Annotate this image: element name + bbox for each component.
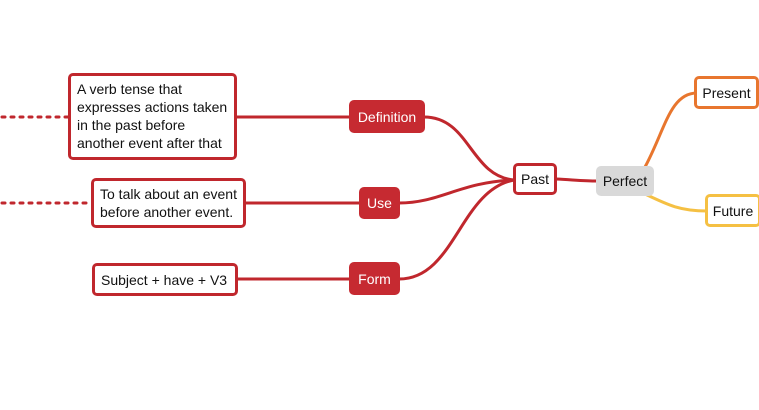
center-node-label: Perfect: [602, 173, 648, 189]
branch-node-present[interactable]: Present: [694, 76, 759, 109]
text-node-form[interactable]: Subject + have + V3: [92, 263, 238, 296]
branch-node-future-label: Future: [712, 202, 754, 219]
connector-past-form: [397, 178, 516, 281]
connector-perfect-present: [643, 91, 699, 169]
category-node-form-label: Form: [358, 270, 391, 287]
text-node-use-text: To talk about an event before another ev…: [100, 186, 237, 220]
connector-perfect-future: [643, 192, 709, 213]
text-node-form-text: Subject + have + V3: [101, 271, 228, 288]
center-node-perfect[interactable]: Perfect: [596, 166, 654, 196]
category-node-use[interactable]: Use: [359, 187, 400, 219]
text-node-use[interactable]: To talk about an event before another ev…: [91, 178, 246, 228]
branch-node-present-label: Present: [702, 84, 751, 101]
branch-node-past[interactable]: Past: [513, 163, 557, 195]
branch-node-past-label: Past: [520, 171, 549, 187]
connector-past-use: [397, 178, 516, 205]
category-node-definition-label: Definition: [357, 108, 417, 125]
category-node-use-label: Use: [367, 195, 392, 211]
text-node-definition-text: A verb tense that expresses actions take…: [77, 81, 228, 151]
text-node-definition[interactable]: A verb tense that expresses actions take…: [68, 73, 237, 160]
branch-node-future[interactable]: Future: [705, 194, 759, 227]
connector-perfect-past: [554, 177, 599, 183]
connector-past-definition: [422, 115, 516, 182]
category-node-definition[interactable]: Definition: [349, 100, 425, 133]
category-node-form[interactable]: Form: [349, 262, 400, 295]
